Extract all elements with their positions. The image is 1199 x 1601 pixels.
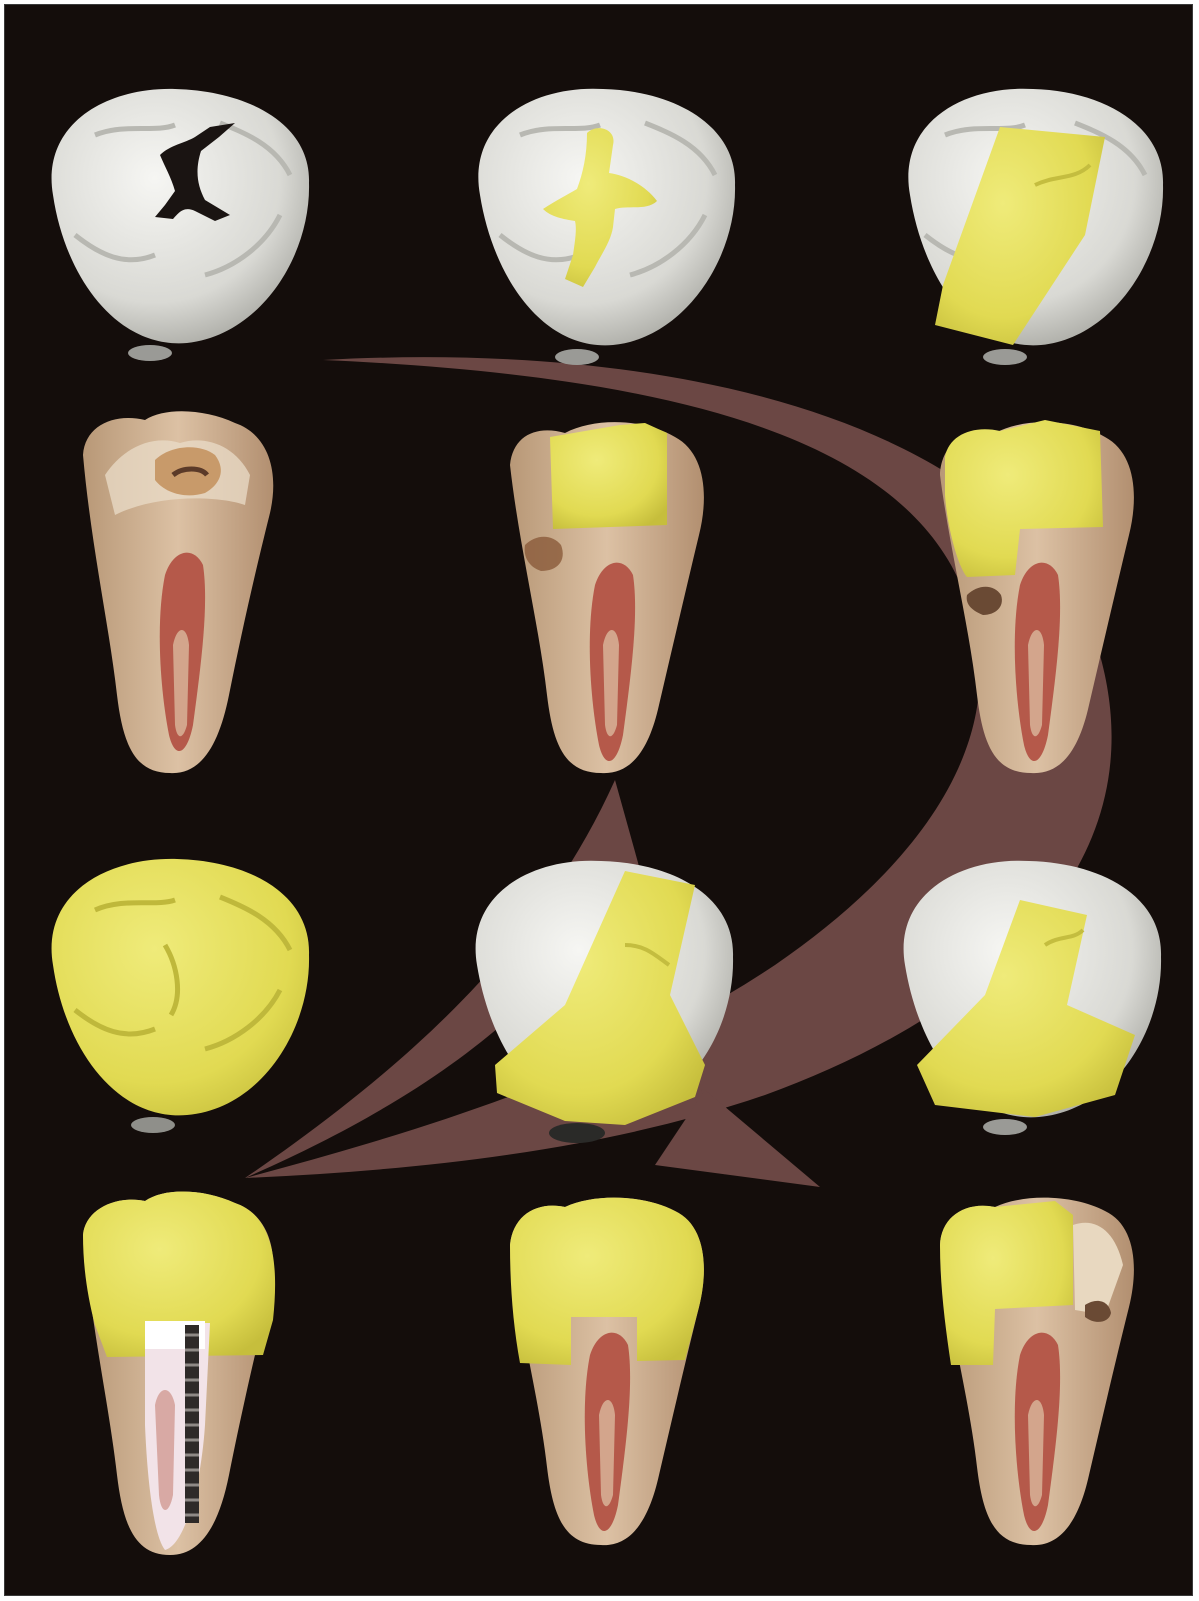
- section-larger-filling-tooth: [940, 1198, 1134, 1545]
- small-filling-block: [550, 423, 667, 529]
- section-post-crown-tooth: [83, 1191, 275, 1555]
- section-caries-tooth: [83, 411, 273, 773]
- occlusal-caries-tooth: [52, 89, 310, 361]
- section-small-filling-tooth: [510, 422, 704, 773]
- occlusal-mod-filling-tooth: [908, 89, 1163, 365]
- restorative-cycle-diagram: [5, 5, 1193, 1596]
- figure-frame: [4, 4, 1193, 1596]
- occlusal-full-crown-tooth: [52, 859, 310, 1133]
- occlusal-larger-filling-tooth: [904, 861, 1161, 1135]
- section-onlay-tooth: [510, 1198, 704, 1545]
- occlusal-small-filling-tooth: [478, 89, 735, 365]
